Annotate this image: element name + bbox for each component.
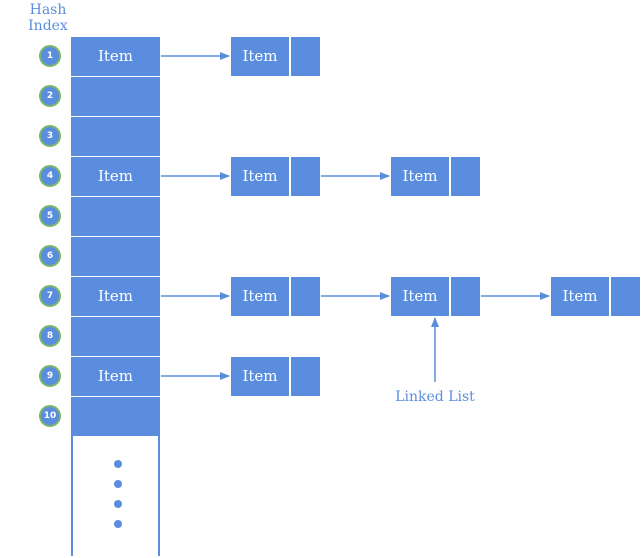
- index-badge-7: 7: [39, 285, 61, 307]
- ellipsis-dot: [114, 520, 122, 528]
- node-pointer-divider: [289, 37, 291, 76]
- table-slot-4: Item: [71, 157, 160, 196]
- list-node-row4-1: Item: [231, 157, 320, 196]
- table-slot-6: [71, 237, 160, 276]
- list-node-row1-1: Item: [231, 37, 320, 76]
- list-node-label: Item: [242, 367, 278, 385]
- ellipsis-dot: [114, 480, 122, 488]
- table-slot-10: [71, 397, 160, 436]
- ellipsis-dot: [114, 500, 122, 508]
- hash-index-header-line2: Index: [28, 18, 68, 34]
- ellipsis-dot: [114, 460, 122, 468]
- table-slot-5: [71, 197, 160, 236]
- table-slot-8: [71, 317, 160, 356]
- list-node-label: Item: [242, 167, 278, 185]
- table-slot-3: [71, 117, 160, 156]
- node-pointer-divider: [609, 277, 611, 316]
- index-badge-9: 9: [39, 365, 61, 387]
- list-node-row7-3: Item: [551, 277, 640, 316]
- table-slot-1: Item: [71, 37, 160, 76]
- node-pointer-divider: [449, 277, 451, 316]
- index-badge-6: 6: [39, 245, 61, 267]
- node-pointer-divider: [289, 277, 291, 316]
- hash-index-header-line1: Hash: [29, 2, 67, 18]
- table-slot-9: Item: [71, 357, 160, 396]
- node-pointer-divider: [289, 157, 291, 196]
- index-badge-8: 8: [39, 325, 61, 347]
- index-badge-2: 2: [39, 85, 61, 107]
- list-node-row7-2: Item: [391, 277, 480, 316]
- index-badge-10: 10: [39, 405, 61, 427]
- index-badge-4: 4: [39, 165, 61, 187]
- list-node-label: Item: [402, 287, 438, 305]
- table-slot-2: [71, 77, 160, 116]
- index-badge-3: 3: [39, 125, 61, 147]
- list-node-label: Item: [242, 47, 278, 65]
- list-node-row4-2: Item: [391, 157, 480, 196]
- list-node-row9-1: Item: [231, 357, 320, 396]
- list-node-label: Item: [562, 287, 598, 305]
- linked-list-label: Linked List: [395, 389, 475, 405]
- node-pointer-divider: [449, 157, 451, 196]
- node-pointer-divider: [289, 357, 291, 396]
- table-slot-7: Item: [71, 277, 160, 316]
- list-node-label: Item: [402, 167, 438, 185]
- list-node-label: Item: [242, 287, 278, 305]
- index-badge-1: 1: [39, 45, 61, 67]
- list-node-row7-1: Item: [231, 277, 320, 316]
- index-badge-5: 5: [39, 205, 61, 227]
